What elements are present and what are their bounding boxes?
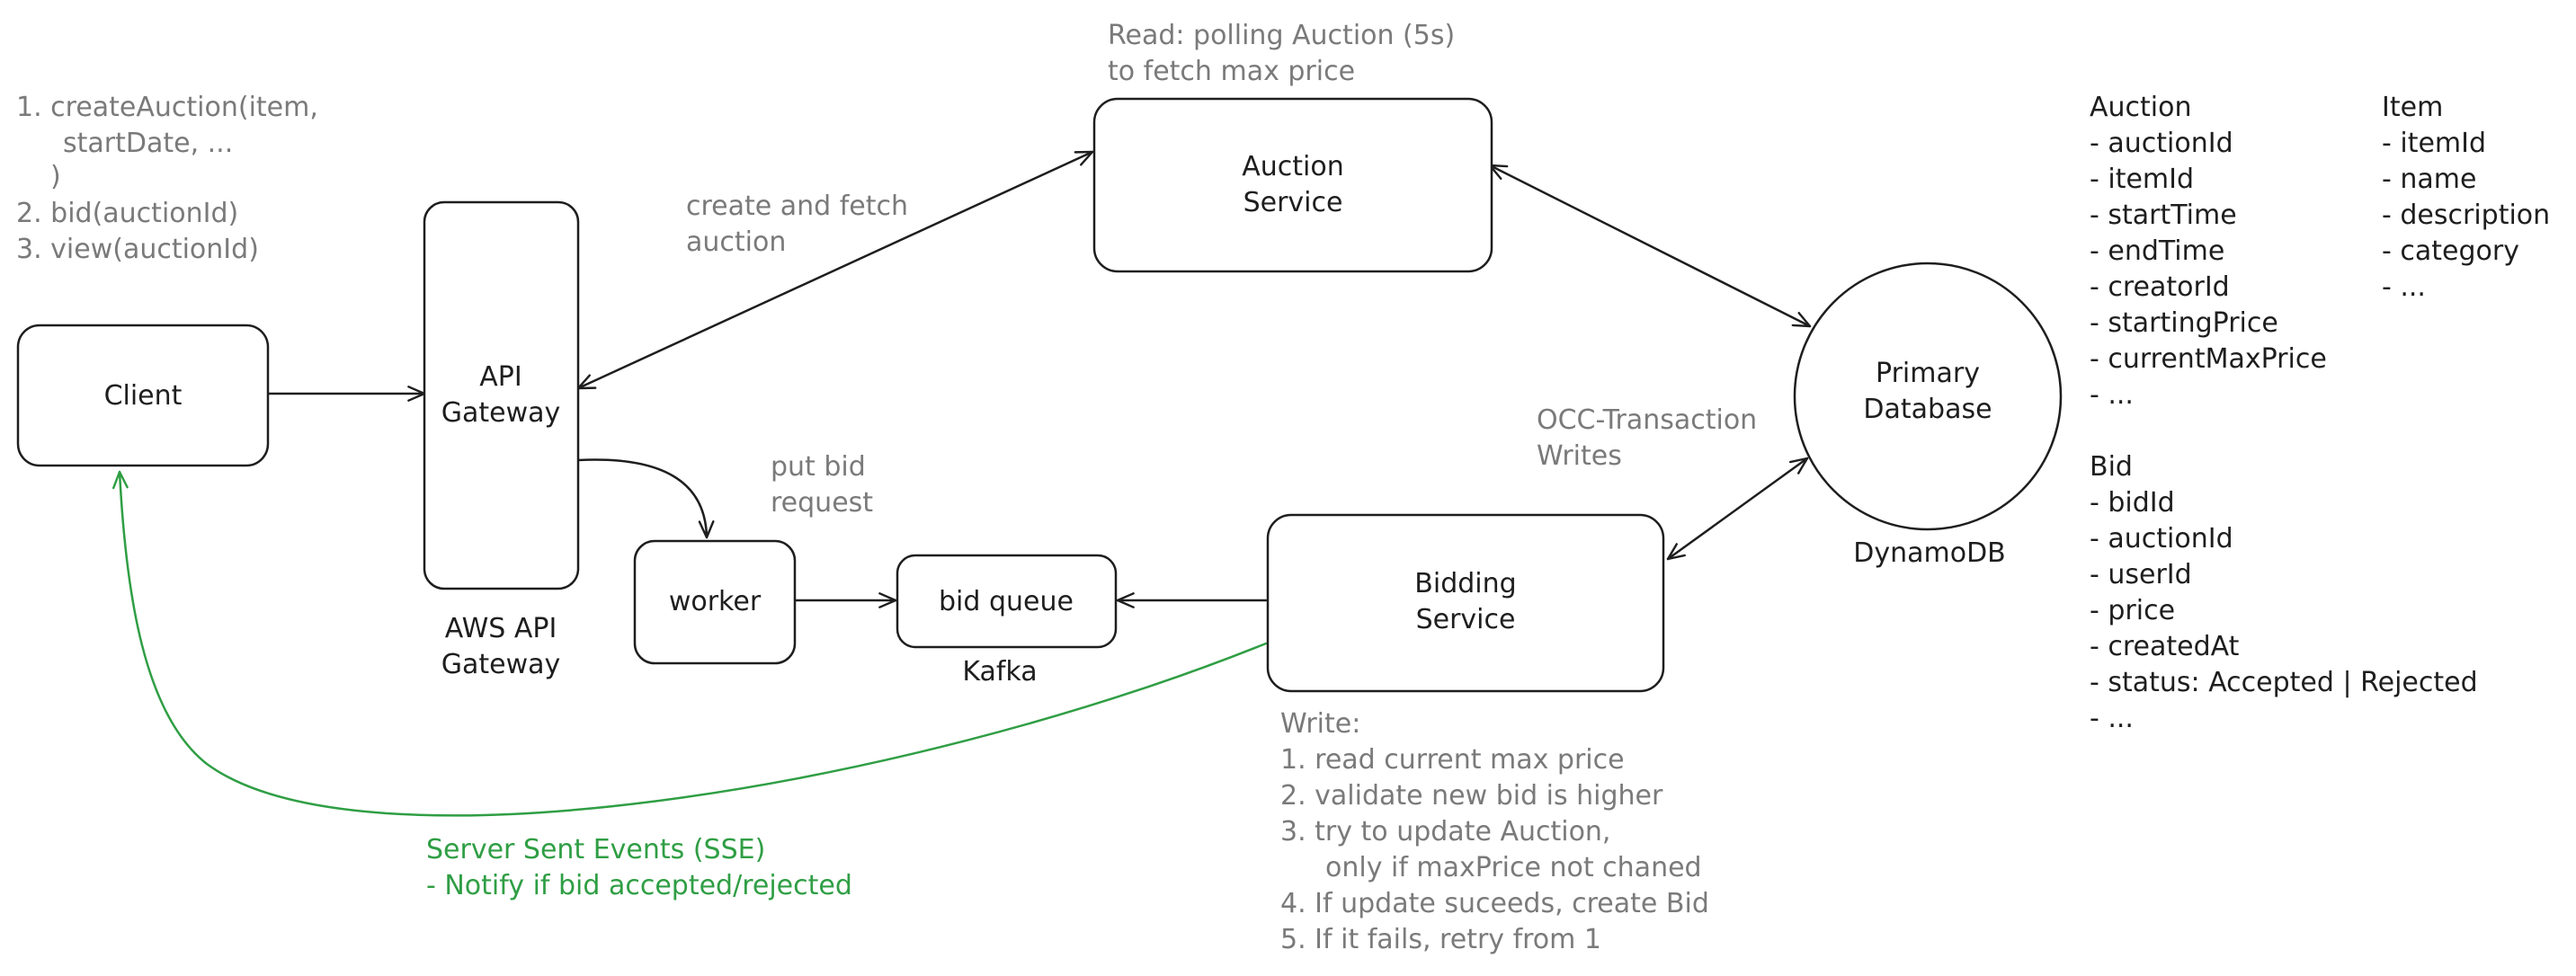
edge-auction-service-db <box>1488 164 1812 328</box>
write-steps-note: Write: 1. read current max price 2. vali… <box>1280 708 1709 955</box>
bidding-service-label: Service <box>1416 604 1516 635</box>
put-bid-label-line: put bid <box>771 451 866 483</box>
auction-schema-line: - endTime <box>2090 235 2224 267</box>
bidding-service-label: Bidding <box>1414 568 1516 599</box>
bid-schema: Bid - bidId - auctionId - userId - price… <box>2090 451 2478 734</box>
bid-queue-box[interactable] <box>896 554 1118 649</box>
api-list-line: 1. createAuction(item, <box>16 92 318 123</box>
edge-gateway-auction-service <box>576 150 1094 390</box>
bid-queue-caption: Kafka <box>962 656 1037 688</box>
auction-schema-line: - auctionId <box>2090 128 2233 159</box>
primary-database-circle[interactable] <box>1793 262 2063 531</box>
worker-node[interactable]: worker <box>633 539 797 665</box>
auction-schema-line: - ... <box>2090 379 2134 411</box>
write-step-line: 4. If update suceeds, create Bid <box>1280 888 1709 919</box>
auction-service-label: Auction <box>1242 151 1344 182</box>
api-list-line: 3. view(auctionId) <box>16 234 259 265</box>
occ-label-line: Writes <box>1537 440 1622 472</box>
primary-database-label: Database <box>1863 394 1992 425</box>
item-schema-line: - name <box>2382 164 2476 195</box>
api-gateway-box[interactable] <box>423 200 580 590</box>
write-step-line: 5. If it fails, retry from 1 <box>1280 924 1601 955</box>
write-step-line: 3. try to update Auction, <box>1280 816 1610 847</box>
occ-label-line: OCC-Transaction <box>1537 404 1757 436</box>
write-step-line: Write: <box>1280 708 1360 740</box>
primary-database-caption: DynamoDB <box>1853 537 2006 569</box>
api-list-line: startDate, ... <box>63 128 233 159</box>
edge-gateway-to-worker <box>576 458 715 539</box>
bid-queue-label: bid queue <box>939 586 1074 617</box>
worker-box[interactable] <box>633 539 797 665</box>
auction-schema: Auction - auctionId - itemId - startTime… <box>2090 92 2327 411</box>
auction-service-node[interactable]: Auction Service <box>1092 97 1493 273</box>
auction-service-label: Service <box>1243 187 1343 218</box>
bid-schema-line: Bid <box>2090 451 2133 483</box>
primary-database-node[interactable]: Primary Database DynamoDB <box>1793 262 2063 569</box>
auction-schema-line: Auction <box>2090 92 2192 123</box>
item-schema-line: - itemId <box>2382 128 2486 159</box>
api-gateway-caption: AWS API <box>445 613 557 644</box>
edge-bidding-service-db <box>1666 457 1809 561</box>
item-schema: Item - itemId - name - description - cat… <box>2382 92 2550 303</box>
client-label: Client <box>104 380 183 412</box>
write-step-line: 2. validate new bid is higher <box>1280 780 1663 812</box>
bid-schema-line: - price <box>2090 595 2175 626</box>
occ-label: OCC-Transaction Writes <box>1537 404 1757 472</box>
bid-schema-line: - status: Accepted | Rejected <box>2090 667 2478 698</box>
worker-label: worker <box>669 586 762 617</box>
bid-schema-line: - ... <box>2090 703 2134 734</box>
write-step-line: 1. read current max price <box>1280 744 1625 776</box>
api-gateway-node[interactable]: API Gateway AWS API Gateway <box>423 200 580 680</box>
edge-sse-to-client <box>112 470 1268 817</box>
polling-label-line: to fetch max price <box>1108 56 1355 87</box>
sse-label: Server Sent Events (SSE) - Notify if bid… <box>426 834 852 901</box>
client-box[interactable] <box>16 324 270 467</box>
put-bid-label-line: request <box>771 487 873 519</box>
bid-queue-node[interactable]: bid queue Kafka <box>896 554 1118 688</box>
api-list-line: ) <box>50 161 61 192</box>
bidding-service-node[interactable]: Bidding Service <box>1266 513 1665 693</box>
api-list: 1. createAuction(item, startDate, ... ) … <box>16 92 318 265</box>
item-schema-line: - ... <box>2382 271 2426 303</box>
api-list-line: 2. bid(auctionId) <box>16 198 238 229</box>
api-gateway-label: API <box>479 361 521 393</box>
create-fetch-label-line: auction <box>686 226 786 258</box>
auction-service-box[interactable] <box>1092 97 1493 273</box>
item-schema-line: - description <box>2382 200 2550 231</box>
write-step-line: only if maxPrice not chaned <box>1325 852 1702 883</box>
auction-schema-line: - creatorId <box>2090 271 2230 303</box>
auction-schema-line: - startingPrice <box>2090 307 2278 339</box>
bid-schema-line: - bidId <box>2090 487 2175 519</box>
auction-schema-line: - startTime <box>2090 200 2237 231</box>
api-gateway-label: Gateway <box>441 397 561 429</box>
auction-schema-line: - currentMaxPrice <box>2090 343 2327 375</box>
sse-label-line: - Notify if bid accepted/rejected <box>426 870 852 901</box>
api-gateway-caption: Gateway <box>441 649 561 680</box>
create-fetch-label: create and fetch auction <box>686 191 908 258</box>
bid-schema-line: - createdAt <box>2090 631 2240 662</box>
bidding-service-box[interactable] <box>1266 513 1665 693</box>
create-fetch-label-line: create and fetch <box>686 191 908 222</box>
put-bid-label: put bid request <box>771 451 873 519</box>
auction-schema-line: - itemId <box>2090 164 2194 195</box>
client-node[interactable]: Client <box>16 324 270 467</box>
item-schema-line: - category <box>2382 235 2519 267</box>
polling-label-line: Read: polling Auction (5s) <box>1108 20 1455 51</box>
primary-database-label: Primary <box>1876 358 1980 389</box>
item-schema-line: Item <box>2382 92 2443 123</box>
bid-schema-line: - userId <box>2090 559 2192 590</box>
bid-schema-line: - auctionId <box>2090 523 2233 555</box>
polling-label: Read: polling Auction (5s) to fetch max … <box>1108 20 1455 87</box>
sse-label-line: Server Sent Events (SSE) <box>426 834 765 865</box>
